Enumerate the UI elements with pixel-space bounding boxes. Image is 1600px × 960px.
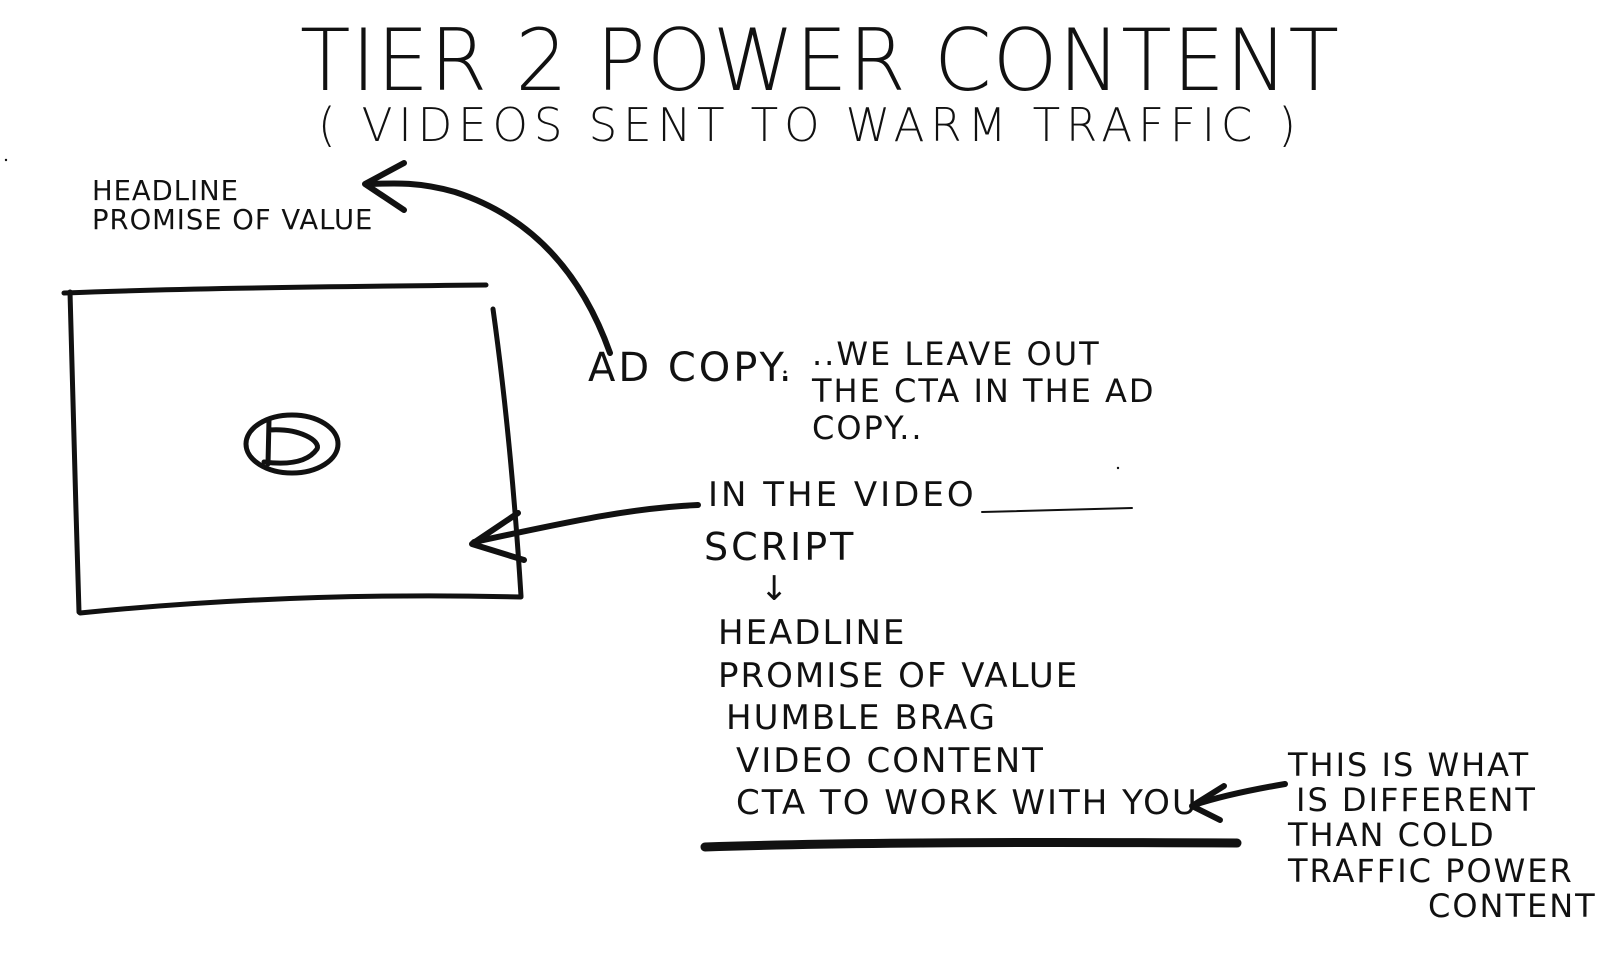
- headline-note: HEADLINE PROMISE OF VALUE: [92, 176, 373, 235]
- ink-dot: [814, 419, 818, 423]
- video-frame-top-edge: [61, 282, 489, 296]
- ad-copy-label: AD COPY.: [588, 345, 795, 391]
- script-list: HEADLINE PROMISE OF VALUE HUMBLE BRAG VI…: [718, 612, 1199, 825]
- difference-note-line: CONTENT: [1428, 886, 1597, 925]
- script-item-video-content: VIDEO CONTENT: [736, 740, 1045, 781]
- difference-note-line: THIS IS WHAT: [1288, 746, 1531, 784]
- ink-dot: [783, 370, 787, 374]
- video-frame-bottom-edge: [77, 593, 524, 616]
- ad-copy-note-line: COPY..: [812, 408, 924, 447]
- down-arrow-icon: ↓: [760, 569, 789, 609]
- video-underline: [981, 507, 1133, 513]
- ink-dot: [1116, 466, 1120, 470]
- script-item-headline: HEADLINE: [718, 613, 907, 653]
- promise-note-line: PROMISE OF VALUE: [92, 203, 374, 237]
- video-frame: [61, 282, 524, 616]
- difference-note-line: TRAFFIC POWER: [1288, 851, 1574, 890]
- video-arrow-icon: [469, 502, 1133, 563]
- script-label: SCRIPT: [704, 525, 857, 569]
- script-item-promise: PROMISE OF VALUE: [718, 655, 1080, 696]
- in-the-video-label: IN THE VIDEO: [708, 475, 977, 515]
- ad-copy-note-line: THE CTA IN THE AD: [812, 371, 1156, 410]
- ad-copy-note: ..WE LEAVE OUT THE CTA IN THE AD COPY..: [812, 336, 1156, 446]
- difference-arrow-icon: [1189, 781, 1288, 823]
- play-icon: [243, 412, 341, 476]
- diagram-title: TIER 2 POWER CONTENT: [300, 11, 1340, 111]
- diagram-subtitle: ( VIDEOS SENT TO WARM TRAFFIC ): [318, 98, 1302, 152]
- script-list-underline: [700, 837, 1242, 852]
- script-item-humble-brag: HUMBLE BRAG: [726, 698, 997, 738]
- ad-copy-note-line: ..WE LEAVE OUT: [812, 335, 1101, 373]
- video-frame-left-edge: [67, 289, 82, 615]
- headline-note-line: HEADLINE: [92, 174, 239, 207]
- ad-copy-arrow-icon: [362, 160, 613, 356]
- ink-dot: [4, 158, 8, 162]
- difference-note-line: THAN COLD: [1288, 816, 1496, 855]
- script-item-cta: CTA TO WORK WITH YOU: [736, 783, 1199, 823]
- difference-note: THIS IS WHAT IS DIFFERENT THAN COLD TRAF…: [1288, 746, 1597, 925]
- difference-note-line: IS DIFFERENT: [1296, 781, 1537, 820]
